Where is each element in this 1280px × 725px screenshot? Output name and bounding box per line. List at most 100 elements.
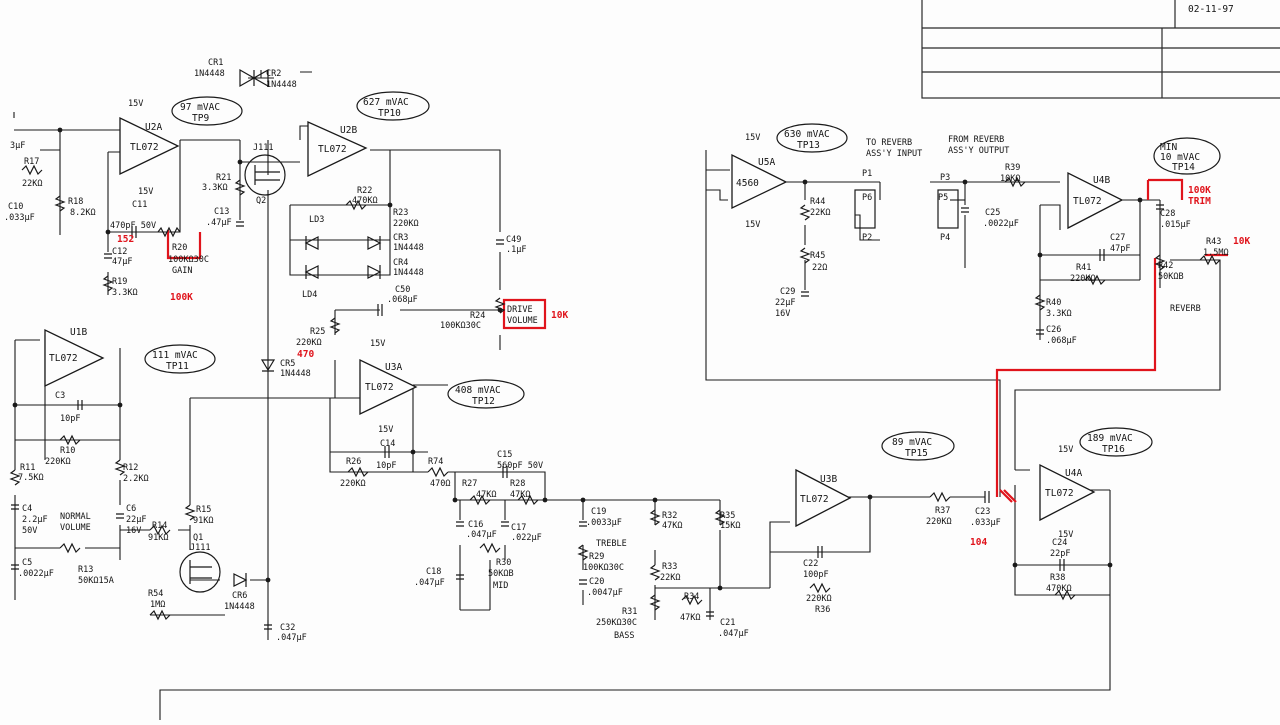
c14-val: 10pF <box>376 461 396 471</box>
r26-ref: R26 <box>346 457 361 467</box>
cr1-val: 1N4448 <box>194 69 225 79</box>
ld3-label: LD3 <box>309 215 324 225</box>
c23-ref: C23 <box>975 507 990 517</box>
c25-ref: C25 <box>985 208 1000 218</box>
c13-val: .47μF <box>206 218 232 228</box>
u5a-vplus: 15V <box>745 133 760 143</box>
r21-val: 3.3KΩ <box>202 183 228 193</box>
u5a-id: U5A <box>758 157 775 168</box>
c22-val: 100pF <box>803 570 829 580</box>
r41-ref: R41 <box>1076 263 1091 273</box>
r29-val: 100KΩ30C <box>583 563 624 573</box>
cr6-val: 1N4448 <box>224 602 255 612</box>
u5a-type: 4560 <box>736 178 759 189</box>
c11-val: 470pF 50V <box>110 221 156 231</box>
opamp-u2b <box>307 120 368 178</box>
c27-val: 47pF <box>1110 244 1130 254</box>
q1-ref: Q1 <box>193 533 203 543</box>
u4b-type: TL072 <box>1073 196 1102 207</box>
c23-val: .033μF <box>970 518 1001 528</box>
r31-name: BASS <box>614 631 634 641</box>
r31-ref: R31 <box>622 607 637 617</box>
cr4-val: 1N4448 <box>393 268 424 278</box>
u1b-type: TL072 <box>49 353 78 364</box>
r11-ref: R11 <box>20 463 35 473</box>
cr1-ref: CR1 <box>208 58 223 68</box>
c25-val: .0022μF <box>983 219 1019 229</box>
r20-mod-note: 100K <box>170 292 193 303</box>
p4-label: P4 <box>940 233 950 243</box>
r20-val: 100KΩ30C <box>168 255 209 265</box>
p6-label: P6 <box>862 193 872 203</box>
q2-label: Q2 <box>256 196 266 206</box>
tp12-value: 408 mVAC <box>455 385 501 396</box>
r13-val: 50KΩ15A <box>78 576 114 586</box>
c29-ref: C29 <box>780 287 795 297</box>
r45-ref: R45 <box>810 251 825 261</box>
cr4-ref: CR4 <box>393 258 408 268</box>
c13-ref: C13 <box>214 207 229 217</box>
p5-label: P5 <box>938 193 948 203</box>
opamp-u5a <box>731 153 788 210</box>
u4a-vplus: 15V <box>1058 445 1073 455</box>
r33-val: 22KΩ <box>660 573 680 583</box>
opamp-u3b <box>795 468 852 528</box>
cr3-ref: CR3 <box>393 233 408 243</box>
r43-mod-note: 10K <box>1233 236 1250 247</box>
c12-val: 47μF <box>112 257 132 267</box>
c24-ref: C24 <box>1052 538 1067 548</box>
c3-val: 10pF <box>60 414 80 424</box>
u3b-type: TL072 <box>800 494 829 505</box>
cr5-val: 1N4448 <box>280 369 311 379</box>
r24-mod-note: 10K <box>551 310 568 321</box>
u3a-vminus: 15V <box>378 425 393 435</box>
r13-ref: R13 <box>78 565 93 575</box>
r40-val: 3.3KΩ <box>1046 309 1072 319</box>
tp9-id: TP9 <box>192 113 209 124</box>
r18-val: 8.2KΩ <box>70 208 96 218</box>
r38-ref: R38 <box>1050 573 1065 583</box>
r32-val: 47KΩ <box>662 521 682 531</box>
resistors <box>9 164 1221 621</box>
r30-name: MID <box>493 581 508 591</box>
r25-val: 220KΩ <box>296 338 322 348</box>
c6-ref: C6 <box>126 504 136 514</box>
tp13-value: 630 mVAC <box>784 129 830 140</box>
opamp-symbols <box>44 116 1124 528</box>
junctions <box>12 127 1143 591</box>
r43-ref: R43 <box>1206 237 1221 247</box>
c21-ref: C21 <box>720 618 735 628</box>
c32-val: .047μF <box>276 633 307 643</box>
r18-ref: R18 <box>68 197 83 207</box>
c22-ref: C22 <box>803 559 818 569</box>
c15-ref: C15 <box>497 450 512 460</box>
tp13-id: TP13 <box>797 140 820 151</box>
c16-ref: C16 <box>468 520 483 530</box>
c-top-left-val: 3μF <box>10 141 25 151</box>
tp12-id: TP12 <box>472 396 495 407</box>
r34-ref: R34 <box>684 592 699 602</box>
r39-val: 10KΩ <box>1000 174 1020 184</box>
c10-val: .033μF <box>4 213 35 223</box>
j111-label: J111 <box>253 143 273 153</box>
c26-ref: C26 <box>1046 325 1061 335</box>
u2a-vplus: 15V <box>128 99 143 109</box>
u4a-type: TL072 <box>1045 488 1074 499</box>
r41-val: 220KΩ <box>1070 274 1096 284</box>
r27-val: 47KΩ <box>476 490 496 500</box>
r31-val: 250KΩ30C <box>596 618 637 628</box>
c5-val: .0022μF <box>18 569 54 579</box>
u2b-id: U2B <box>340 125 357 136</box>
r44-ref: R44 <box>810 197 825 207</box>
r21-ref: R21 <box>216 173 231 183</box>
r30-val: 50KΩB <box>488 569 514 579</box>
tp16-value: 189 mVAC <box>1087 433 1133 444</box>
r29-ref: R29 <box>589 552 604 562</box>
tp14-id: TP14 <box>1172 162 1195 173</box>
c11-ref: C11 <box>132 200 147 210</box>
r44-val: 22KΩ <box>810 208 830 218</box>
